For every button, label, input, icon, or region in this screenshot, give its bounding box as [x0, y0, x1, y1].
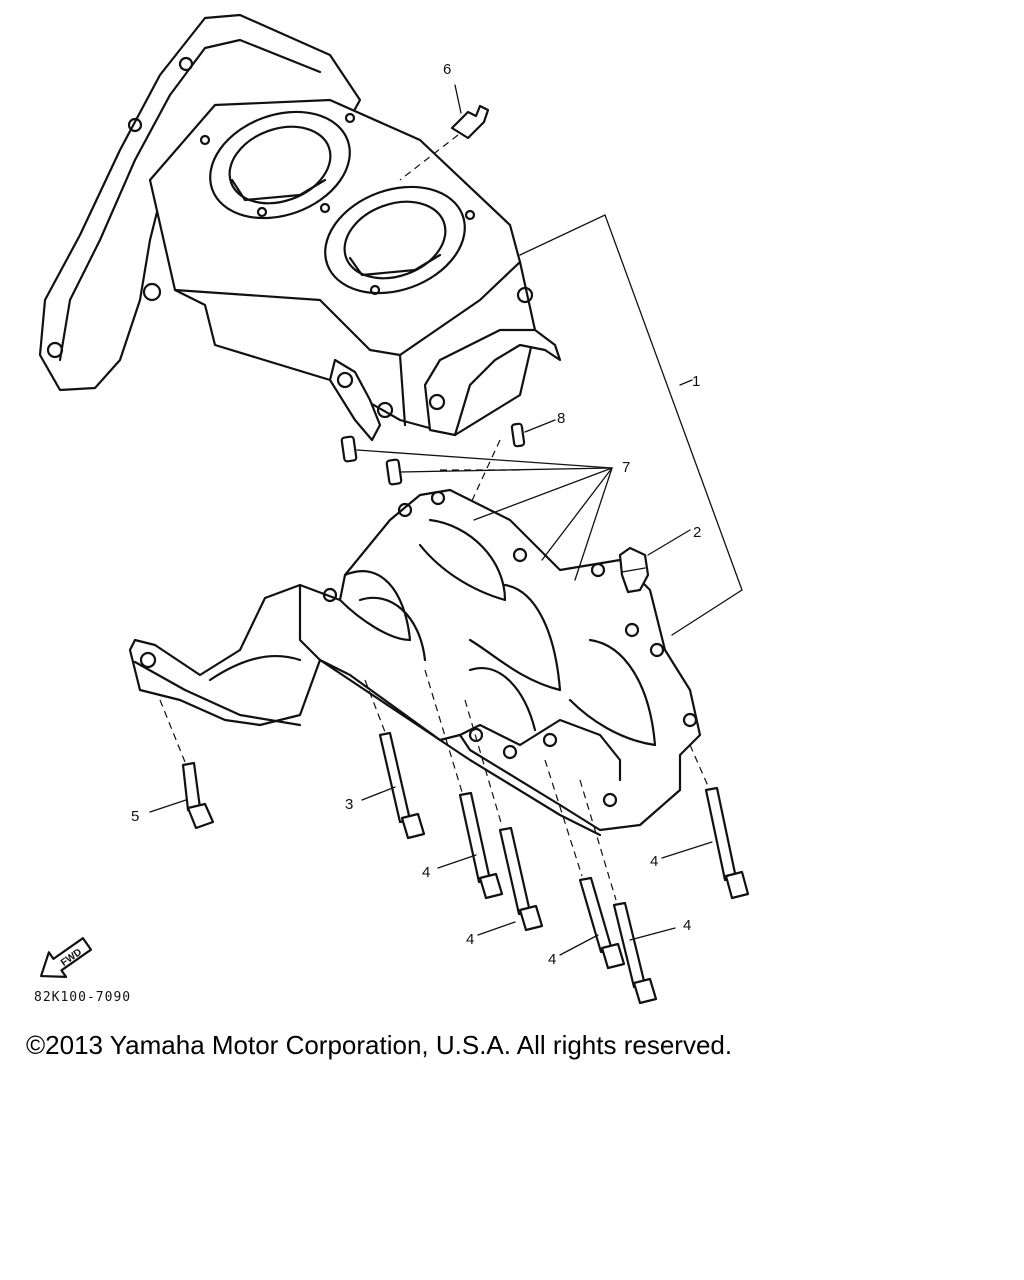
- upper-crankcase: [38, 13, 562, 442]
- callout-bracket: [519, 214, 743, 636]
- crankcase-exploded-diagram: 1 2 3 4 4 4 4 4 5 6 7 8 FWD: [38, 13, 750, 1005]
- callout-8: 8: [557, 410, 565, 427]
- callout-7: 7: [622, 459, 630, 476]
- callout-4a: 4: [422, 864, 430, 881]
- breather-fitting: [618, 546, 650, 594]
- leader-lines: [149, 84, 713, 956]
- callout-numbers: 1 2 3 4 4 4 4 4 5 6 7 8: [131, 61, 701, 968]
- lower-crankcase: [128, 488, 702, 837]
- callout-1: 1: [692, 373, 700, 390]
- copyright-text: ©2013 Yamaha Motor Corporation, U.S.A. A…: [26, 1030, 733, 1060]
- callout-2: 2: [693, 524, 701, 541]
- bolts: [181, 731, 750, 1005]
- drain-plug: [399, 104, 490, 181]
- callout-6: 6: [443, 61, 451, 78]
- callout-5: 5: [131, 808, 139, 825]
- fwd-arrow-icon: FWD: [39, 937, 93, 978]
- callout-4b: 4: [466, 931, 474, 948]
- callout-3: 3: [345, 796, 353, 813]
- callout-4c: 4: [548, 951, 556, 968]
- diagram-code: 82K100-7090: [34, 990, 132, 1005]
- callout-4d: 4: [683, 917, 691, 934]
- callout-4e: 4: [650, 853, 658, 870]
